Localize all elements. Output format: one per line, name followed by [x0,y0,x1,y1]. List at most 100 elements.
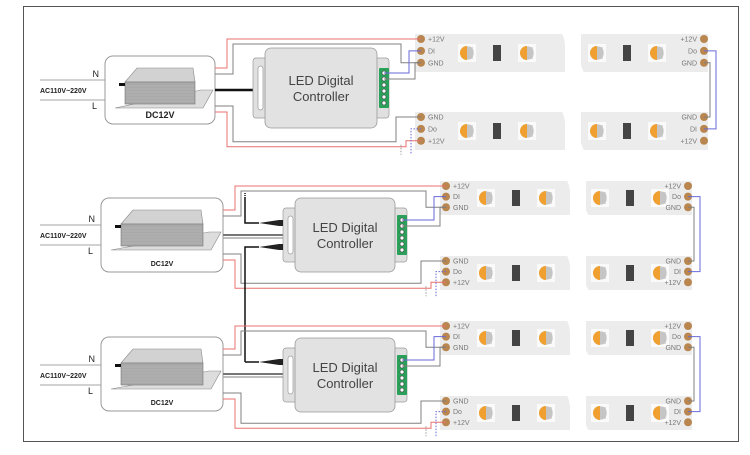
pin-label-left: GND [453,345,469,352]
sync-cable-in [244,198,259,224]
terminal-hole [381,82,387,88]
system-3: NLAC110V~220VDC12V+12VDIGND+12VDoGNDGNDD… [40,319,701,437]
strip-cut-gap [561,110,585,152]
controller-label-line2: Controller [293,89,350,104]
ic-chip [493,123,501,139]
led-warm-segment [593,191,600,205]
ic-chip [626,330,634,346]
led-warm-segment [479,406,486,420]
psu-front [124,81,196,105]
wire-data-ground [384,62,421,80]
pin-label-left: +12V [453,420,470,427]
psu-top [120,348,204,364]
terminal-hole [399,375,405,381]
controller-label-line2: Controller [317,376,374,391]
led-warm-segment [590,46,597,60]
terminal-hole [381,94,387,100]
terminal-hole [399,235,405,241]
solder-pad [684,182,692,190]
ic-chip [623,45,631,61]
terminal-hole [381,100,387,106]
led-warm-segment [520,124,527,138]
led-warm-segment [539,406,546,420]
solder-pad [684,278,692,287]
wire-jumper-data [688,196,701,273]
terminal-hole [381,88,387,94]
pin-label-left: Do [428,126,437,133]
wire-positive-top [215,38,421,69]
led-warm-segment [593,331,600,345]
strip-segment [415,34,565,72]
ic-chip [493,45,501,61]
pin-label-right: +12V [664,324,681,331]
terminal-hole [399,247,405,253]
wire-jumper-ground [688,346,695,402]
controller-slot [257,65,264,111]
pin-label-right: GND [681,60,697,67]
led-warm-segment [539,266,546,280]
strip-cut-gap [566,254,590,292]
terminal-block [397,215,407,255]
psu-cable-gland [119,83,125,86]
pin-label-left: DI [428,48,435,55]
wire-ground-bottom [223,392,446,424]
pin-label-right: Do [672,334,681,341]
ic-chip [626,190,634,206]
pin-label-right: Do [672,194,681,201]
pin-label-left: GND [428,60,444,67]
led-warm-segment [593,266,600,280]
pin-label-right: DI [690,126,697,133]
ac-voltage-label: AC110V~220V [40,233,87,240]
led-warm-segment [590,124,597,138]
pin-label-left: +12V [453,280,470,287]
psu-front [120,223,204,247]
terminal-hole [399,369,405,375]
pin-label-left: DI [453,194,460,201]
pin-label-right: +12V [680,37,697,44]
pin-label-left: +12V [428,37,445,44]
controller-slot [287,355,294,395]
solder-pad [700,136,708,145]
ac-n-label: N [89,354,96,364]
wire-jumper-ground [688,206,695,262]
led-warm-segment [650,124,657,138]
led-warm-segment [539,191,546,205]
psu-cable-gland [115,225,121,228]
led-warm-segment [479,191,486,205]
diagram-frame [23,6,739,442]
pin-label-left: GND [453,399,469,406]
pin-label-right: GND [665,345,681,352]
wire-ground-bottom [223,253,446,284]
strip-cut-gap [566,319,590,357]
controller-slot [287,215,294,255]
controller-body [294,197,396,273]
pin-label-left: GND [428,115,444,122]
wire-data-in [384,50,421,74]
ac-voltage-label: AC110V~220V [40,88,87,95]
solder-pad [700,35,708,43]
led-warm-segment [653,331,660,345]
ic-chip [512,405,520,421]
pin-label-left: +12V [428,138,445,145]
ic-chip [623,123,631,139]
pin-label-right: Do [688,48,697,55]
ac-voltage-label: AC110V~220V [40,373,87,380]
wire-positive-bottom [223,259,446,289]
wire-data-out-stub [435,271,446,297]
pin-label-left: Do [453,269,462,276]
controller-body [294,337,396,413]
wire-positive-top [223,325,446,350]
pin-label-left: +12V [453,184,470,191]
led-warm-segment [460,46,467,60]
ac-n-label: N [93,69,100,79]
pin-label-right: +12V [680,138,697,145]
pin-label-right: DI [674,269,681,276]
pin-label-left: GND [453,259,469,266]
sync-plug-in [259,220,283,226]
wire-jumper-data [704,50,717,130]
pin-label-right: GND [665,205,681,212]
pin-label-right: +12V [664,420,681,427]
pin-label-right: +12V [664,184,681,191]
terminal-hole [399,381,405,387]
strip-cut-gap [566,394,590,432]
